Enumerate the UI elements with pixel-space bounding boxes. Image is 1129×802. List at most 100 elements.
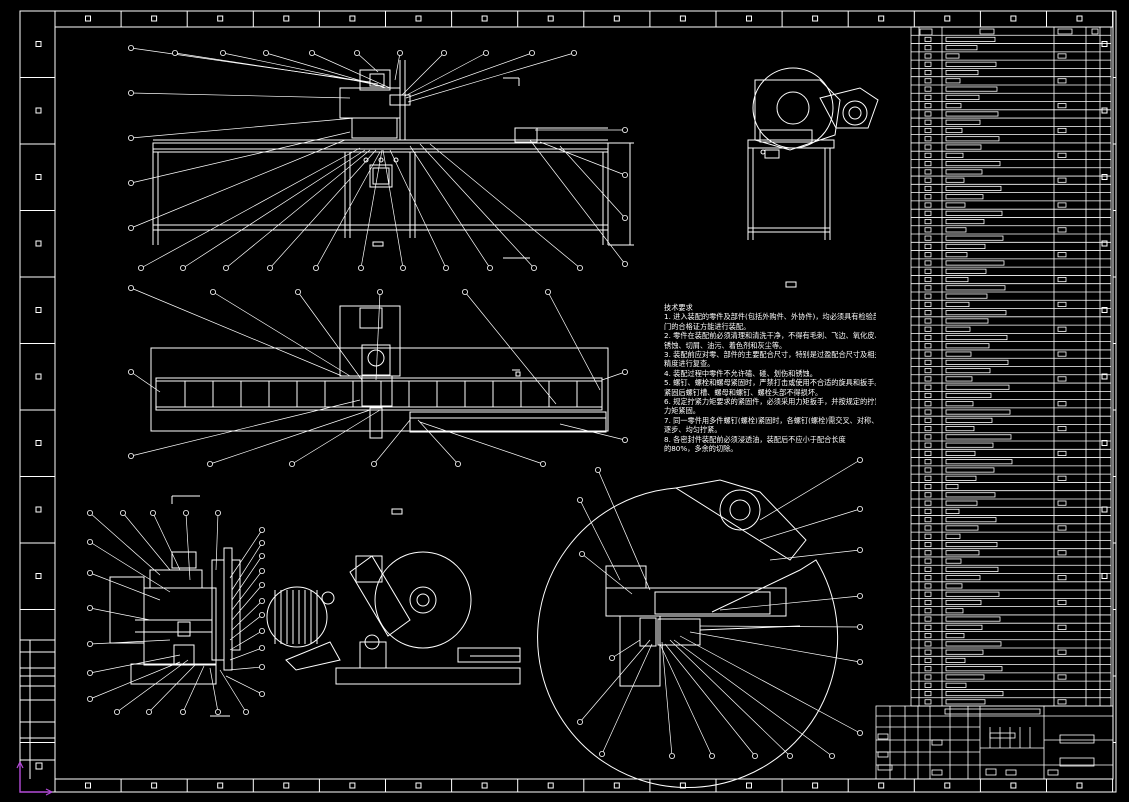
leader-line: [559, 145, 626, 219]
leader-line: [215, 512, 219, 571]
row-qty-box: [1057, 202, 1067, 208]
row-name-box: [945, 426, 975, 432]
motor-shaft: [848, 106, 862, 120]
plan-rail: [155, 377, 603, 411]
row-name-box: [945, 177, 965, 183]
row-name-box: [945, 566, 999, 572]
blade-arbor: [409, 586, 437, 614]
row-name-box: [945, 608, 964, 614]
balloon-marker: [857, 547, 864, 554]
balloon-marker: [258, 527, 265, 534]
balloon-marker: [219, 50, 226, 57]
row-index-box: [924, 450, 932, 456]
zone-marker: [1101, 573, 1108, 579]
side-block: [605, 565, 647, 589]
balloon-marker: [127, 134, 134, 141]
clamp-body: [759, 129, 813, 143]
row-qty-box: [1057, 401, 1067, 407]
notes-line: 7. 同一零件用多件螺钉(螺栓)紧固时，各螺钉(螺栓)需交叉、对称、: [664, 415, 876, 425]
balloon-marker: [127, 179, 134, 186]
technical-requirements: 技术要求 1. 进入装配的零件及部件(包括外购件、外协件)，均必须具有检验部 门…: [664, 303, 876, 454]
zone-marker: [85, 782, 91, 789]
row-name-box: [945, 119, 981, 125]
detail-view-saw-blade: [266, 551, 521, 685]
ucs-axis-icon: [16, 761, 53, 796]
row-name-box: [945, 633, 965, 639]
leader-line: [185, 512, 191, 581]
row-name-box: [945, 61, 997, 67]
row-index-box: [924, 285, 932, 291]
tb-label: [877, 733, 889, 740]
row-qty-box: [1057, 351, 1067, 357]
zone-marker: [1101, 307, 1108, 313]
base-section: [619, 615, 661, 687]
row-name-box: [945, 53, 960, 59]
row-index-box: [924, 401, 932, 407]
row-name-box: [945, 243, 986, 249]
leader-line: [404, 52, 487, 97]
row-index-box: [924, 119, 932, 125]
row-index-box: [924, 227, 932, 233]
zone-marker: [85, 15, 91, 22]
blade-hub: [776, 91, 810, 125]
row-name-box: [945, 575, 981, 581]
bracket: [359, 641, 387, 668]
balloon-marker: [353, 50, 360, 57]
balloon-marker: [87, 570, 94, 577]
row-index-box: [924, 500, 932, 506]
balloon-marker: [206, 460, 213, 467]
balloon-marker: [294, 288, 301, 295]
pivot: [364, 634, 380, 650]
row-index-box: [924, 699, 932, 705]
row-index-box: [924, 45, 932, 51]
row-name-box: [945, 500, 978, 506]
row-index-box: [924, 368, 932, 374]
row-name-box: [945, 484, 959, 490]
balloon-marker: [127, 45, 134, 52]
vise-body: [654, 591, 771, 615]
leader-line: [265, 52, 387, 89]
row-name-box: [945, 293, 988, 299]
row-index-box: [924, 127, 932, 134]
row-name-box: [945, 301, 970, 307]
upper-guard: [674, 479, 807, 561]
tb-label: [1059, 757, 1095, 767]
leader-line: [219, 669, 247, 713]
label-box: [785, 281, 797, 288]
balloon-marker: [599, 751, 606, 758]
row-name-box: [945, 260, 1005, 266]
balloon-marker: [258, 540, 265, 547]
label-box: [372, 241, 384, 247]
balloon-marker: [461, 288, 468, 295]
leader-line: [539, 141, 626, 176]
row-qty-box: [1057, 599, 1067, 606]
balloon-marker: [127, 368, 134, 375]
leader-line: [601, 371, 626, 381]
blade-plate-outer: [231, 559, 241, 651]
zone-marker: [35, 41, 42, 47]
leader-line: [89, 512, 161, 576]
row-index-box: [924, 152, 932, 158]
leader-line: [401, 52, 445, 96]
front-elevation-view: [152, 60, 634, 259]
notes-line: 紧固后螺钉槽、螺母和螺钉、螺栓头部不得损坏。: [664, 387, 823, 397]
row-name-box: [945, 252, 968, 258]
zone-marker: [679, 15, 686, 22]
row-qty-box: [1057, 624, 1067, 630]
leader-line: [759, 508, 861, 541]
row-index-box: [924, 616, 932, 622]
row-index-box: [924, 36, 932, 42]
spindle-circle: [367, 349, 385, 367]
notes-line: 门的合格证方能进行装配。: [664, 321, 751, 331]
top-plan-view: [150, 305, 609, 439]
title-block-outline: [875, 705, 1114, 780]
zone-marker: [547, 782, 554, 789]
row-name-box: [945, 161, 1001, 167]
row-index-box: [924, 583, 932, 589]
balloon-marker: [266, 264, 273, 271]
side-top-rail: [747, 139, 835, 149]
row-name-box: [945, 376, 973, 382]
tb-label: [1005, 769, 1017, 776]
row-qty-box: [1057, 301, 1067, 307]
leader-line: [529, 139, 626, 265]
